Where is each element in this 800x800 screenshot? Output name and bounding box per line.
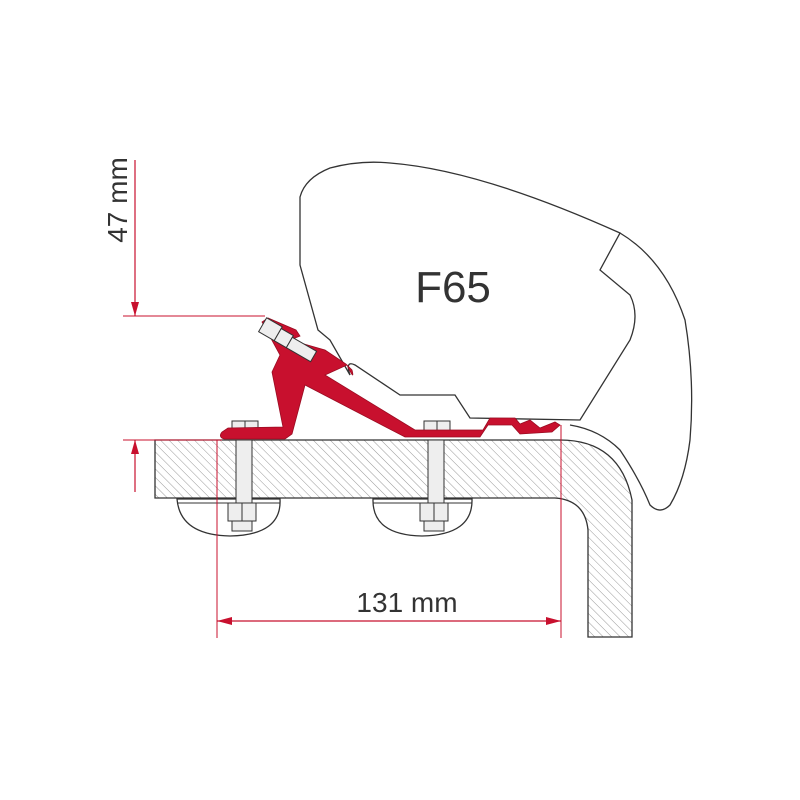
awning-housing: F65 [299, 161, 693, 511]
clamp-bolt [257, 317, 318, 363]
mounting-bracket [220, 317, 561, 440]
bolt-left [227, 420, 259, 532]
dimension-width: 131 mm [216, 425, 562, 638]
dimension-height: 47 mm [102, 157, 265, 492]
vehicle-roof-section [154, 439, 633, 638]
height-dimension-label: 47 mm [102, 157, 133, 243]
product-label: F65 [415, 263, 491, 312]
bolt-right [419, 420, 451, 532]
width-dimension-label: 131 mm [356, 587, 457, 618]
